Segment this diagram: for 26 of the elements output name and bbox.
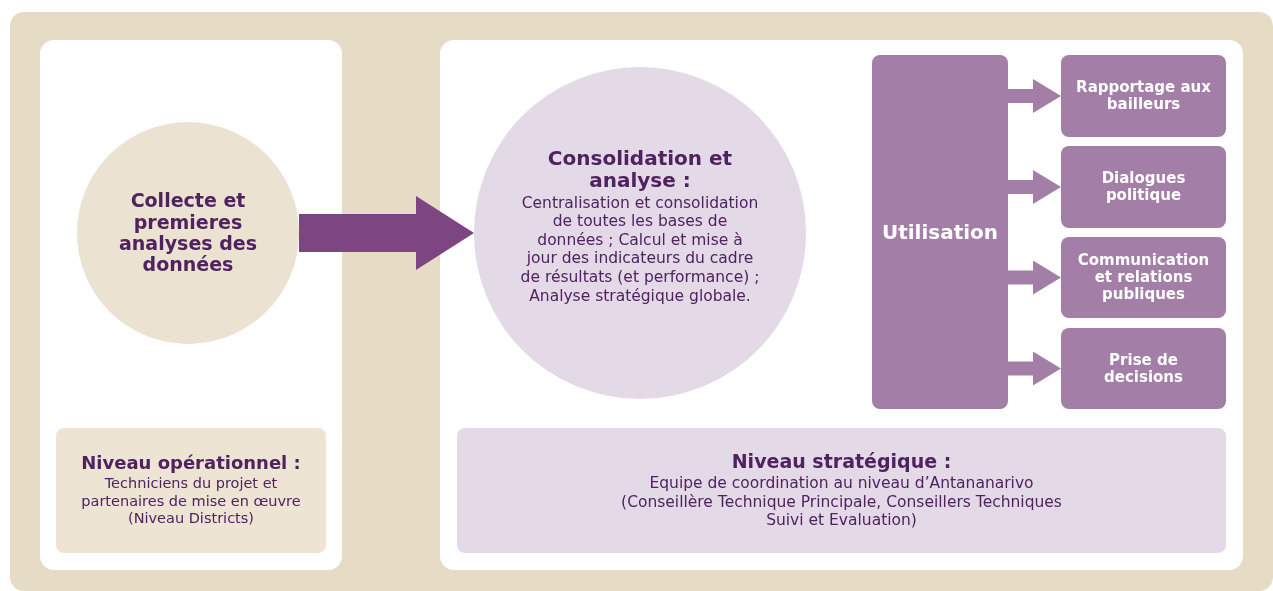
node-text: Centralisation et consolidation de toutes les bases de données ; Calcul et mise à jour des indicateurs du cadre de résultats (et performance) ; Analyse stratégique globale.	[520, 193, 760, 306]
node-title: Collecte et premieres analyses des données	[118, 190, 258, 276]
node-title: Niveau stratégique :	[731, 450, 952, 473]
process-box	[872, 55, 1008, 409]
arrow	[1008, 260, 1061, 295]
level-card	[56, 428, 326, 553]
node-title: Niveau opérationnel :	[81, 453, 301, 474]
node-text: Techniciens du projet et partenaires de mise en œuvre (Niveau Districts)	[80, 475, 302, 528]
panel-background	[440, 40, 1243, 570]
node-title: Prise de decisions	[1103, 351, 1184, 386]
node-title: Rapportage aux bailleurs	[1075, 79, 1212, 113]
node-text: Equipe de coordination au niveau d’Antananarivo (Conseillère Technique Principale, Conseillers Techniques Suivi et Evaluation)	[620, 474, 1063, 530]
node-title: Consolidation et analyse :	[546, 146, 734, 192]
output-box	[1061, 237, 1226, 318]
arrow	[1008, 351, 1061, 386]
arrow	[1008, 79, 1061, 113]
output-box	[1061, 55, 1226, 137]
node-title: Communication et relations publiques	[1076, 252, 1211, 303]
panel-background	[40, 40, 342, 570]
output-box	[1061, 328, 1226, 409]
arrow	[1008, 170, 1061, 204]
node-title: Dialogues politique	[1100, 170, 1187, 204]
node-title: Utilisation	[881, 220, 999, 244]
arrow	[299, 196, 474, 270]
output-box	[1061, 146, 1226, 228]
level-card	[457, 428, 1226, 553]
